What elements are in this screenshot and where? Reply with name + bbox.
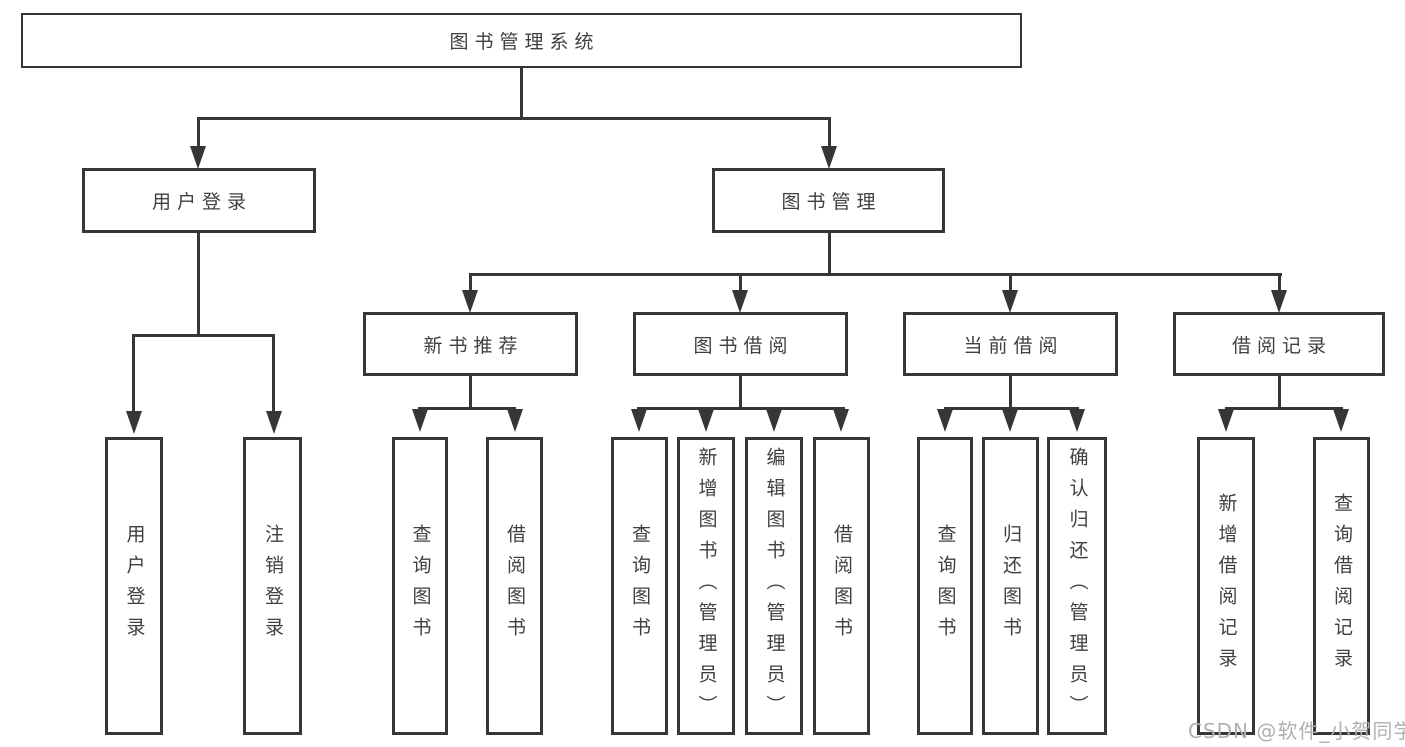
leaf-query-borrow-record: 查询借阅记录 xyxy=(1313,437,1370,735)
arrowhead-icon xyxy=(462,290,478,313)
leaf-label: 编辑图书（管理员） xyxy=(763,446,786,726)
leaf-user-login: 用户登录 xyxy=(105,437,163,735)
leaf-label: 查询借阅记录 xyxy=(1331,493,1353,679)
connector-line xyxy=(944,407,1079,410)
node-book-management: 图书管理 xyxy=(712,168,945,233)
arrowhead-icon xyxy=(631,409,647,432)
connector-line xyxy=(637,407,845,410)
node-label: 新书推荐 xyxy=(423,334,524,357)
leaf-add-book-admin: 新增图书（管理员） xyxy=(677,437,735,735)
leaf-label: 查询图书 xyxy=(934,524,957,648)
connector-line xyxy=(828,117,831,147)
connector-line xyxy=(1278,376,1281,410)
leaf-label: 借阅图书 xyxy=(504,524,526,648)
arrowhead-icon xyxy=(1218,409,1234,432)
leaf-add-borrow-record: 新增借阅记录 xyxy=(1197,437,1255,735)
node-root: 图书管理系统 xyxy=(21,13,1022,68)
connector-line xyxy=(520,68,523,117)
leaf-edit-book-admin: 编辑图书（管理员） xyxy=(745,437,803,735)
node-label: 图书管理 xyxy=(781,191,882,213)
watermark: CSDN @软件_小贺同学 xyxy=(1188,719,1405,743)
connector-line xyxy=(197,233,200,334)
leaf-borrow-query-book: 查询图书 xyxy=(611,437,668,735)
leaf-recommend-borrow-book: 借阅图书 xyxy=(486,437,543,735)
leaf-borrow-book: 借阅图书 xyxy=(813,437,870,735)
node-new-book-recommend: 新书推荐 xyxy=(363,312,578,376)
node-root-label: 图书管理系统 xyxy=(449,31,600,53)
node-borrow-records: 借阅记录 xyxy=(1173,312,1385,376)
leaf-return-book: 归还图书 xyxy=(982,437,1039,735)
leaf-label: 归还图书 xyxy=(1000,524,1022,648)
node-label: 借阅记录 xyxy=(1231,334,1332,357)
leaf-label: 用户登录 xyxy=(123,524,146,648)
connector-line xyxy=(272,334,275,412)
arrowhead-icon xyxy=(698,409,714,432)
connector-line xyxy=(1278,273,1281,293)
leaf-logout: 注销登录 xyxy=(243,437,302,735)
connector-line xyxy=(828,233,831,273)
leaf-current-query-book: 查询图书 xyxy=(917,437,973,735)
leaf-confirm-return-admin: 确认归还（管理员） xyxy=(1047,437,1107,735)
arrowhead-icon xyxy=(821,146,837,169)
connector-line xyxy=(197,117,831,120)
arrowhead-icon xyxy=(732,290,748,313)
leaf-label: 注销登录 xyxy=(262,524,284,648)
node-current-borrow: 当前借阅 xyxy=(903,312,1118,376)
arrowhead-icon xyxy=(507,409,523,432)
connector-line xyxy=(469,376,472,410)
arrowhead-icon xyxy=(1069,409,1085,432)
arrowhead-icon xyxy=(1002,290,1018,313)
connector-line xyxy=(132,334,135,412)
connector-line xyxy=(739,376,742,410)
leaf-label: 借阅图书 xyxy=(831,524,853,648)
connector-line xyxy=(1009,376,1012,410)
arrowhead-icon xyxy=(266,411,282,434)
connector-line xyxy=(197,117,200,147)
arrowhead-icon xyxy=(412,409,428,432)
leaf-recommend-query-book: 查询图书 xyxy=(392,437,448,735)
leaf-label: 新增图书（管理员） xyxy=(695,446,718,726)
node-book-borrow: 图书借阅 xyxy=(633,312,848,376)
connector-line xyxy=(418,407,516,410)
connector-line xyxy=(1009,273,1012,293)
node-label: 当前借阅 xyxy=(963,334,1064,357)
connector-line xyxy=(739,273,742,293)
arrowhead-icon xyxy=(1271,290,1287,313)
connector-line xyxy=(469,273,1282,276)
arrowhead-icon xyxy=(1333,409,1349,432)
arrowhead-icon xyxy=(1002,409,1018,432)
connector-line xyxy=(1225,407,1343,410)
arrowhead-icon xyxy=(833,409,849,432)
arrowhead-icon xyxy=(190,146,206,169)
leaf-label: 查询图书 xyxy=(629,524,651,648)
leaf-label: 查询图书 xyxy=(409,524,432,648)
connector-line xyxy=(469,273,472,293)
node-label: 用户登录 xyxy=(151,191,252,213)
arrowhead-icon xyxy=(126,411,142,434)
arrowhead-icon xyxy=(937,409,953,432)
arrowhead-icon xyxy=(766,409,782,432)
connector-line xyxy=(132,334,275,337)
node-user-login: 用户登录 xyxy=(82,168,316,233)
node-label: 图书借阅 xyxy=(693,334,794,357)
leaf-label: 新增借阅记录 xyxy=(1215,493,1238,679)
leaf-label: 确认归还（管理员） xyxy=(1066,446,1089,726)
